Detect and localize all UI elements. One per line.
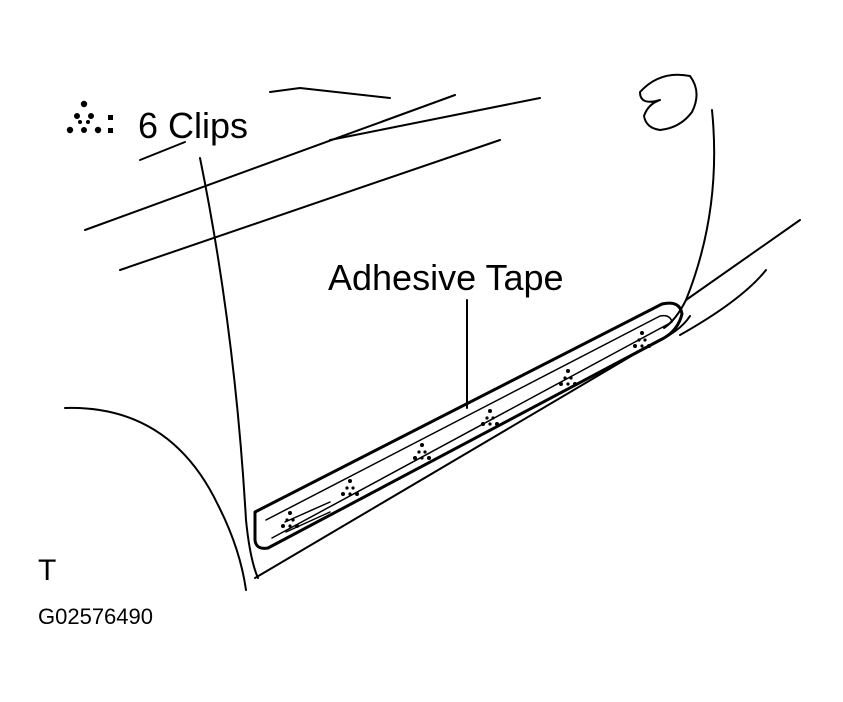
clip-marker: [341, 479, 359, 496]
rocker-line-lower: [679, 269, 767, 336]
side-molding-strip: [253, 301, 684, 550]
clip-marker: [633, 331, 651, 348]
rocker-line-upper: [685, 219, 801, 301]
clip-marker: [413, 443, 431, 460]
door-rear-edge: [663, 109, 716, 329]
door-front-seam: [199, 157, 259, 579]
clip-marker: [559, 369, 577, 386]
wheel-arch: [64, 406, 247, 591]
adhesive-tape-label: Adhesive Tape: [328, 257, 564, 298]
door-handle: [639, 73, 698, 131]
body-line-2: [139, 141, 186, 161]
view-code-label: T: [38, 554, 57, 587]
clip-marker: [481, 409, 499, 426]
figure-id-label: G02576490: [38, 604, 153, 629]
side-molding-inner-edge: [265, 314, 673, 539]
clip-markers: [281, 331, 651, 528]
clips-label: 6 Clips: [138, 105, 249, 146]
body-line-3: [329, 97, 541, 141]
dotted-triangle-clip-icon: [66, 100, 102, 134]
clip-marker: [281, 511, 299, 528]
body-line-roof-edge: [269, 87, 391, 99]
body-line-1: [84, 94, 456, 231]
colon-mark: [108, 115, 113, 133]
body-line-4: [119, 139, 501, 271]
body-bottom-line: [254, 315, 691, 579]
